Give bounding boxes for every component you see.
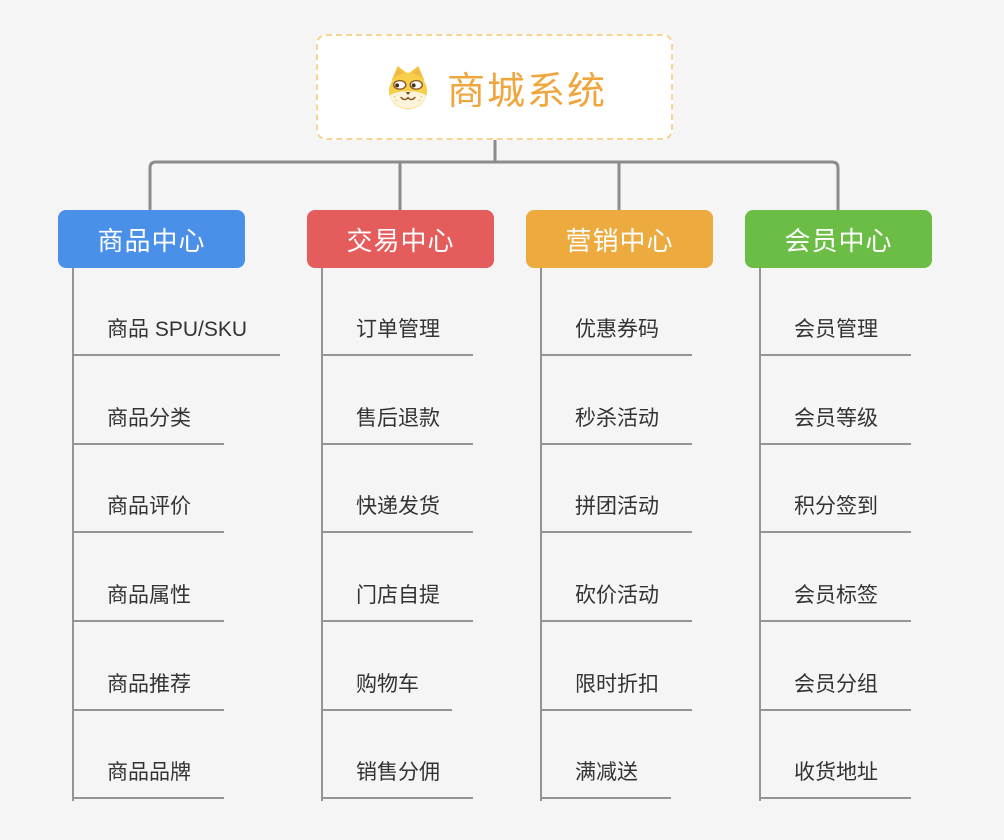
leaf-topic[interactable]: 销售分佣 <box>321 758 473 799</box>
leaf-label: 商品评价 <box>107 495 191 518</box>
leaf-topic[interactable]: 购物车 <box>321 670 452 711</box>
leaf-label: 销售分佣 <box>356 761 440 784</box>
leaf-label: 收货地址 <box>794 761 878 784</box>
branch: 商品中心 商品 SPU/SKU 商品分类商品评价商品属性商品推荐商品品牌 <box>58 210 281 801</box>
leaf-topic[interactable]: 订单管理 <box>321 315 473 356</box>
leaf-label: 秒杀活动 <box>575 407 659 430</box>
branch: 营销中心 优惠券码秒杀活动拼团活动砍价活动限时折扣满减送 <box>526 210 713 801</box>
leaf-label: 积分签到 <box>794 495 878 518</box>
leaf-topic[interactable]: 拼团活动 <box>540 492 692 533</box>
branch-trunk-line <box>321 268 323 801</box>
leaf-topic[interactable]: 限时折扣 <box>540 670 692 711</box>
leaf-label: 会员管理 <box>794 318 878 341</box>
leaf-topic[interactable]: 门店自提 <box>321 581 473 622</box>
leaf-label: 优惠券码 <box>575 318 659 341</box>
branch-label: 会员中心 <box>784 225 893 256</box>
leaf-label: 商品推荐 <box>107 673 191 696</box>
leaf-topic[interactable]: 会员等级 <box>759 404 911 445</box>
leaf-label: 售后退款 <box>356 407 440 430</box>
leaf-label: 拼团活动 <box>575 495 659 518</box>
leaf-topic[interactable]: 秒杀活动 <box>540 404 692 445</box>
branch-label: 商品中心 <box>97 225 206 256</box>
branch-trunk-line <box>540 268 542 801</box>
branch-trunk-line <box>72 268 74 801</box>
leaf-topic[interactable]: 商品品牌 <box>72 758 224 799</box>
branch-node[interactable]: 会员中心 <box>745 210 932 268</box>
leaf-label: 砍价活动 <box>575 584 659 607</box>
branch-label: 交易中心 <box>346 225 455 256</box>
leaf-label: 商品分类 <box>107 407 191 430</box>
branch-trunk-line <box>759 268 761 801</box>
leaf-label: 快递发货 <box>356 495 440 518</box>
leaf-label: 商品品牌 <box>107 761 191 784</box>
leaf-label: 购物车 <box>356 673 419 696</box>
branch: 交易中心 订单管理售后退款快递发货门店自提购物车销售分佣 <box>307 210 494 801</box>
dog-face-icon <box>388 65 428 109</box>
leaf-topic[interactable]: 快递发货 <box>321 492 473 533</box>
leaf-topic[interactable]: 砍价活动 <box>540 581 692 622</box>
branch-node[interactable]: 交易中心 <box>307 210 494 268</box>
leaf-topic[interactable]: 商品分类 <box>72 404 224 445</box>
branch-node[interactable]: 营销中心 <box>526 210 713 268</box>
branch-label: 营销中心 <box>565 225 674 256</box>
leaf-label: 会员标签 <box>794 584 878 607</box>
branch-node[interactable]: 商品中心 <box>58 210 245 268</box>
leaf-label: 会员分组 <box>794 673 878 696</box>
leaf-label: 满减送 <box>575 761 638 784</box>
leaf-topic[interactable]: 优惠券码 <box>540 315 692 356</box>
leaf-topic[interactable]: 满减送 <box>540 758 671 799</box>
root-title: 商城系统 <box>446 70 607 113</box>
leaf-topic[interactable]: 会员管理 <box>759 315 911 356</box>
leaf-topic[interactable]: 商品推荐 <box>72 670 224 711</box>
leaf-label: 会员等级 <box>794 407 878 430</box>
leaf-topic[interactable]: 商品评价 <box>72 492 224 533</box>
leaf-topic[interactable]: 商品 SPU/SKU <box>72 315 281 356</box>
leaf-topic[interactable]: 商品属性 <box>72 581 224 622</box>
leaf-topic[interactable]: 会员分组 <box>759 670 911 711</box>
leaf-topic[interactable]: 会员标签 <box>759 581 911 622</box>
connector-horizontal <box>148 160 840 210</box>
leaf-label: 商品 SPU/SKU <box>107 318 248 341</box>
root-node[interactable]: 商城系统 <box>316 34 673 140</box>
leaf-topic[interactable]: 积分签到 <box>759 492 911 533</box>
branch: 会员中心 会员管理会员等级积分签到会员标签会员分组收货地址 <box>745 210 932 801</box>
leaf-label: 限时折扣 <box>575 673 659 696</box>
leaf-label: 门店自提 <box>356 584 440 607</box>
leaf-topic[interactable]: 收货地址 <box>759 758 911 799</box>
leaf-label: 订单管理 <box>356 318 440 341</box>
leaf-label: 商品属性 <box>107 584 191 607</box>
leaf-topic[interactable]: 售后退款 <box>321 404 473 445</box>
